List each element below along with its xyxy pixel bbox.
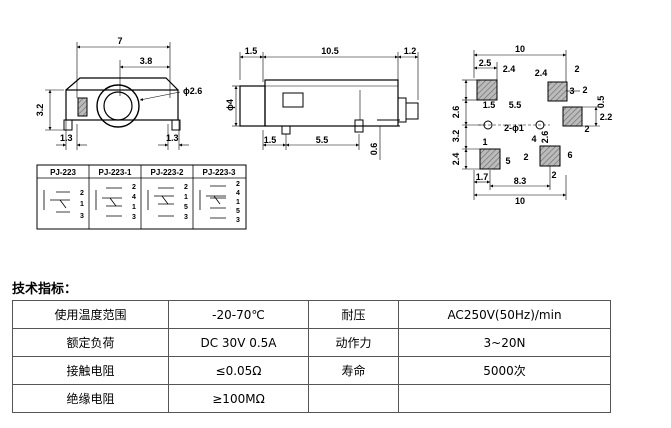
dim-fp-1-7: 1.7 (476, 172, 489, 182)
spec-label: 动作力 (308, 328, 399, 357)
dim-fp-hole-label: 2-ϕ1 (504, 123, 524, 133)
spec-label: 使用温度范围 (12, 300, 169, 329)
dim-fp-1-5: 1.5 (483, 100, 496, 110)
pad-label-5: 5 (505, 156, 510, 166)
schematic-2-pin: 5 (184, 204, 188, 211)
schematic-0-pin: 3 (80, 213, 84, 220)
spec-value: -20-70℃ (168, 300, 309, 329)
spec-label: 绝缘电阻 (12, 384, 169, 413)
spec-label: 接触电阻 (12, 356, 169, 385)
dim-front-length: 10.5 (321, 46, 339, 56)
dim-fp-6: 6 (567, 150, 572, 160)
schematic-3-pin: 2 (236, 181, 240, 188)
schematic-1-name: PJ-223-1 (99, 168, 132, 177)
dim-fp-2-top: 2 (574, 64, 579, 74)
schematic-2-pin: 3 (184, 214, 188, 221)
dim-fp-top-width: 10 (515, 44, 525, 54)
pcb-footprint (462, 50, 600, 200)
section-title: 技术指标： (12, 282, 78, 297)
dim-fp-2-6-mid: 2.6 (540, 131, 550, 144)
schematic-3-pin: 5 (236, 208, 240, 215)
schematic-1-pin: 1 (132, 204, 136, 211)
dim-height: 3.2 (35, 104, 45, 117)
dim-front-pin-pitch: 5.5 (316, 135, 329, 145)
table-row: 接触电阻 ≤0.05Ω 寿命 5000次 (12, 356, 611, 385)
schematic-0-pin: 1 (80, 201, 84, 208)
dim-fp-3-2: 3.2 (451, 130, 461, 143)
dim-pin-right: 1.3 (166, 133, 179, 143)
dim-front-pin-offset: 1.5 (264, 135, 277, 145)
dim-front-left: 1.5 (245, 46, 258, 56)
schematic-3-pin: 3 (236, 217, 240, 224)
spec-label: 耐压 (308, 300, 399, 329)
dim-fp-2-4-left: 2.4 (451, 153, 461, 166)
schematic-1-pin: 3 (132, 214, 136, 221)
dim-fp-8-3: 8.3 (514, 176, 527, 186)
spec-value (398, 384, 611, 413)
table-row: 额定负荷 DC 30V 0.5A 动作力 3~20N (12, 328, 611, 357)
dim-fp-2-2: 2.2 (600, 112, 613, 122)
spec-value: 3~20N (398, 328, 611, 357)
schematic-2-pin: 1 (184, 194, 188, 201)
dim-front-right: 1.2 (404, 46, 417, 56)
pad-label-1: 1 (482, 137, 487, 147)
spec-value: AC250V(50Hz)/min (398, 300, 611, 329)
spec-value: ≥100MΩ (168, 384, 309, 413)
schematic-0-pin: 2 (80, 190, 84, 197)
table-row: 绝缘电阻 ≥100MΩ (12, 384, 611, 413)
schematic-2-name: PJ-223-2 (151, 168, 184, 177)
technical-drawing: 7 3.8 3.2 ϕ2.6 1.3 1.3 (35, 36, 613, 230)
schematic-3-name: PJ-223-3 (203, 168, 236, 177)
table-row: 使用温度范围 -20-70℃ 耐压 AC250V(50Hz)/min (12, 300, 611, 329)
schematic-3-pin: 1 (236, 199, 240, 206)
dim-offset: 3.8 (140, 56, 153, 66)
dim-fp-2-6-left: 2.6 (451, 106, 461, 119)
spec-label: 寿命 (308, 356, 399, 385)
spec-label (308, 384, 399, 413)
schematic-3-pin: 4 (236, 190, 240, 197)
pad-label-2: 2 (584, 124, 589, 134)
side-view (45, 42, 189, 150)
spec-value: ≤0.05Ω (168, 356, 309, 385)
dim-fp-5-5: 5.5 (509, 100, 522, 110)
dim-fp-2-low: 2 (551, 170, 556, 180)
dim-fp-2-4-b: 2.4 (535, 68, 548, 78)
dim-fp-2-5: 2.5 (479, 58, 492, 68)
dim-fp-bottom-width: 10 (515, 196, 525, 206)
dim-pin-left: 1.3 (60, 133, 73, 143)
schematic-1-pin: 4 (132, 194, 136, 201)
schematic-1-pin: 2 (132, 184, 136, 191)
schematic-2-pin: 2 (184, 184, 188, 191)
spec-table: 使用温度范围 -20-70℃ 耐压 AC250V(50Hz)/min 额定负荷 … (12, 300, 611, 413)
pad-label-3: 3 (569, 86, 574, 96)
schematic-table (36, 164, 247, 230)
dim-fp-2-4-a: 2.4 (503, 64, 516, 74)
dim-front-pin-thickness: 0.6 (369, 143, 379, 156)
pad-label-4: 4 (531, 134, 536, 144)
spec-label: 额定负荷 (12, 328, 169, 357)
dim-front-diameter: ϕ4 (225, 99, 235, 111)
front-view (232, 52, 419, 160)
spec-value: 5000次 (398, 356, 611, 385)
dim-fp-0-5: 0.5 (596, 96, 606, 109)
schematic-0-name: PJ-223 (50, 168, 76, 177)
dim-fp-2-right: 2 (582, 85, 587, 95)
spec-value: DC 30V 0.5A (168, 328, 309, 357)
dim-fp-2-mid: 2 (523, 152, 528, 162)
dim-width: 7 (117, 36, 122, 46)
dim-hole: ϕ2.6 (183, 86, 202, 96)
